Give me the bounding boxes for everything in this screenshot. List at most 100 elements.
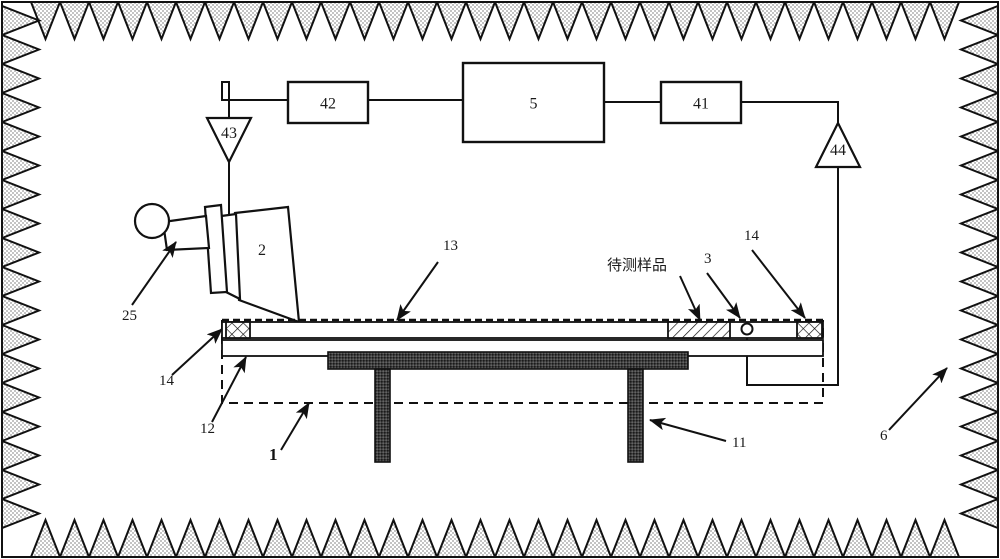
absorber-cone bbox=[1, 468, 42, 501]
callout-label-1: 1 bbox=[269, 445, 278, 464]
absorber-cone bbox=[667, 1, 700, 42]
callout-label-25: 25 bbox=[122, 308, 137, 324]
horn-label: 2 bbox=[258, 242, 266, 259]
absorber-cone bbox=[435, 1, 468, 42]
absorber-cone bbox=[174, 1, 207, 42]
support-leg-right bbox=[627, 368, 644, 463]
absorber-cone bbox=[406, 1, 439, 42]
absorber-cone bbox=[58, 517, 91, 558]
absorber-cone bbox=[958, 62, 999, 95]
absorber-cone bbox=[377, 517, 410, 558]
absorber-cone bbox=[116, 1, 149, 42]
matched-load-right bbox=[796, 321, 823, 339]
absorber-cone bbox=[87, 517, 120, 558]
amplifier-label: 43 bbox=[221, 125, 237, 142]
callout-label-14: 14 bbox=[744, 228, 760, 244]
absorber-cone bbox=[464, 517, 497, 558]
absorber-cone bbox=[29, 517, 62, 558]
coax-connector-ball bbox=[133, 202, 171, 240]
instrument-block-label: 5 bbox=[530, 96, 538, 113]
absorber-cone bbox=[696, 1, 729, 42]
absorber-cone bbox=[493, 517, 526, 558]
absorber-cone bbox=[958, 149, 999, 182]
absorber-cone bbox=[812, 1, 845, 42]
instrument-block-label: 41 bbox=[693, 96, 709, 113]
wire-44-to-probe bbox=[746, 167, 839, 386]
absorber-cone bbox=[696, 517, 729, 558]
wire-43-to-42 bbox=[221, 81, 288, 118]
absorber-cone bbox=[958, 207, 999, 240]
absorber-cone bbox=[958, 439, 999, 472]
callout-leader-14 bbox=[751, 249, 806, 319]
absorber-cone bbox=[754, 1, 787, 42]
absorber-cone bbox=[958, 381, 999, 414]
callout-label-11: 11 bbox=[732, 435, 746, 451]
absorber-cone bbox=[1, 33, 42, 66]
absorber-cones-top bbox=[29, 1, 961, 42]
absorber-cone bbox=[551, 517, 584, 558]
callout-leader-14 bbox=[171, 328, 223, 376]
absorber-cone bbox=[638, 1, 671, 42]
callout-leader-25 bbox=[131, 241, 177, 306]
amplifier-symbols: 43 44 bbox=[205, 116, 862, 169]
absorber-cones-right bbox=[958, 4, 999, 530]
support-leg-left bbox=[374, 368, 391, 463]
absorber-cone bbox=[145, 517, 178, 558]
callout-label-6: 6 bbox=[880, 428, 888, 444]
absorber-cone bbox=[1, 207, 42, 240]
amplifier-44 bbox=[814, 120, 862, 169]
absorber-cone bbox=[958, 294, 999, 327]
absorber-cone bbox=[348, 517, 381, 558]
absorber-cone bbox=[493, 1, 526, 42]
absorber-cone bbox=[958, 120, 999, 153]
probe-pin bbox=[740, 322, 754, 336]
callout-leader-3 bbox=[706, 272, 741, 319]
absorber-cone bbox=[203, 517, 236, 558]
absorber-cone bbox=[232, 517, 265, 558]
absorber-cone bbox=[958, 323, 999, 356]
absorber-cone bbox=[1, 265, 42, 298]
amplifier-43 bbox=[205, 116, 253, 165]
absorber-cone bbox=[928, 517, 961, 558]
absorber-cone bbox=[899, 517, 932, 558]
absorber-cone bbox=[464, 1, 497, 42]
callout-leader-13 bbox=[396, 261, 439, 321]
instrument-block-5 bbox=[461, 61, 606, 144]
absorber-cone bbox=[958, 352, 999, 385]
absorber-cone bbox=[261, 1, 294, 42]
absorber-cone bbox=[1, 410, 42, 443]
absorber-cone bbox=[609, 517, 642, 558]
callout-leader-6 bbox=[888, 367, 948, 431]
absorber-cone bbox=[783, 517, 816, 558]
amplifier-label: 44 bbox=[830, 142, 846, 159]
absorber-cone bbox=[958, 468, 999, 501]
absorber-cone bbox=[406, 517, 439, 558]
absorber-cone bbox=[1, 120, 42, 153]
absorber-cone bbox=[870, 517, 903, 558]
waveguide-upper-plate bbox=[221, 321, 824, 339]
callout-leader-11 bbox=[649, 417, 727, 442]
callout-label-3: 3 bbox=[704, 251, 712, 267]
absorber-cone bbox=[58, 1, 91, 42]
absorber-cone bbox=[812, 517, 845, 558]
callout-leader-待测样品 bbox=[679, 275, 701, 321]
absorber-cone bbox=[609, 1, 642, 42]
absorber-cone bbox=[319, 1, 352, 42]
horn-antenna-assembly: 2 bbox=[133, 202, 301, 324]
horn-flange bbox=[203, 203, 229, 295]
absorber-cone bbox=[435, 517, 468, 558]
absorber-cone bbox=[145, 1, 178, 42]
absorber-cone bbox=[958, 33, 999, 66]
absorber-cone bbox=[232, 1, 265, 42]
callout-leader-12 bbox=[211, 356, 247, 423]
absorber-cone bbox=[1, 294, 42, 327]
absorber-cone bbox=[870, 1, 903, 42]
absorber-cone bbox=[1, 352, 42, 385]
absorber-cone bbox=[1, 4, 42, 37]
absorber-cone bbox=[522, 1, 555, 42]
absorber-cone bbox=[348, 1, 381, 42]
